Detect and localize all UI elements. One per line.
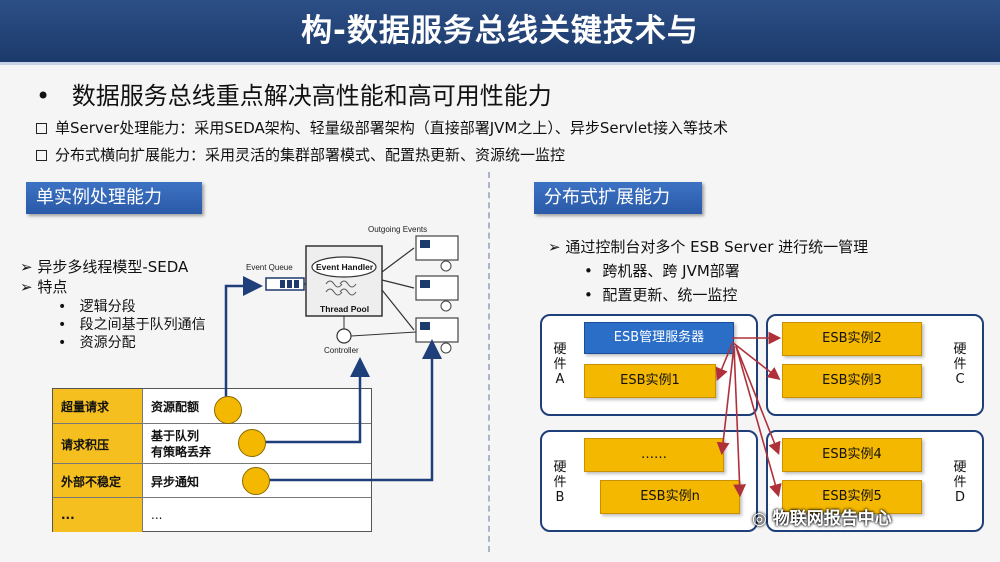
left-sub-item-3: • 资源分配 (58, 335, 136, 351)
table-row: 超量请求 资源配额 (53, 389, 371, 423)
esb-instance-1: ESB实例1 (584, 364, 716, 398)
esb-manager-server: ESB管理服务器 (584, 322, 734, 354)
watermark: ◎ 物联网报告中心 (752, 504, 892, 529)
controller-icon (336, 316, 417, 344)
chevron-right-icon: ➢ (548, 238, 561, 256)
square-bullet-icon (36, 150, 47, 161)
controller-label: Controller (324, 346, 359, 355)
main-bullet: • 数据服务总线重点解决高性能和高可用性能力 (36, 76, 552, 111)
strategy-table: 超量请求 资源配额 请求积压 基于队列 有策略丢弃 外部不稳定 异步通知 ...… (52, 388, 372, 532)
main-bullet-text: 数据服务总线重点解决高性能和高可用性能力 (71, 82, 552, 110)
wechat-icon: ◎ (752, 509, 767, 529)
table-cell-solution: 基于队列 有策略丢弃 (151, 429, 212, 459)
left-item-text: 特点 (37, 278, 68, 296)
table-cell-solution: 异步通知 (151, 474, 200, 489)
chevron-right-icon: ➢ (20, 258, 33, 276)
table-cell-problem: 请求积压 (53, 424, 143, 464)
left-sub-item-text: 资源分配 (79, 335, 136, 351)
hardware-c-label: 硬件C (953, 342, 967, 387)
event-queue-label: Event Queue (246, 263, 293, 272)
section-divider (488, 172, 490, 552)
connector-node-icon (242, 467, 270, 495)
table-row: ... ... (53, 497, 371, 532)
left-item-features: ➢ 特点 (20, 276, 67, 297)
title-bar (0, 0, 1000, 62)
table-cell-problem: ... (53, 498, 143, 532)
hardware-d-label: 硬件D (953, 460, 967, 505)
table-cell-problem: 外部不稳定 (53, 464, 143, 498)
right-sub-item-2: • 配置更新、统一监控 (584, 286, 738, 304)
esb-instance-4: ESB实例4 (782, 438, 922, 472)
right-sub-item-text: 配置更新、统一监控 (602, 286, 738, 304)
right-item-console: ➢ 通过控制台对多个 ESB Server 进行统一管理 (548, 236, 868, 257)
square-bullet-icon (36, 123, 47, 134)
outgoing-queue-icons (415, 235, 459, 354)
event-handler-label: Event Handler (316, 262, 374, 272)
sub-point-1: 单Server处理能力：采用SEDA架构、轻量级部署架构（直接部署JVM之上）、… (36, 117, 728, 138)
left-sub-item-2: • 段之间基于队列通信 (58, 317, 206, 333)
seda-diagram: Event Queue Event Handler Thread Pool Co… (246, 225, 459, 355)
left-sub-item-1: • 逻辑分段 (58, 299, 136, 315)
page-title: 构-数据服务总线关键技术与 (301, 13, 699, 49)
table-row: 外部不稳定 异步通知 (53, 463, 371, 498)
sub-point-2: 分布式横向扩展能力：采用灵活的集群部署模式、配置热更新、资源统一监控 (36, 144, 565, 165)
esb-instance-ellipsis: …… (584, 438, 724, 472)
watermark-text: 物联网报告中心 (772, 509, 892, 529)
bullet-dot-icon: • (36, 82, 51, 110)
left-sub-item-text: 逻辑分段 (79, 299, 136, 315)
right-item-text: 通过控制台对多个 ESB Server 进行统一管理 (565, 238, 869, 256)
right-sub-item-text: 跨机器、跨 JVM部署 (602, 262, 740, 280)
hardware-b-label: 硬件B (553, 460, 567, 505)
connector-node-icon (238, 429, 266, 457)
right-section-header: 分布式扩展能力 (534, 182, 702, 214)
table-cell-solution: 资源配额 (151, 399, 200, 414)
hardware-a-label: 硬件A (553, 342, 567, 387)
left-sub-item-text: 段之间基于队列通信 (79, 317, 206, 333)
left-item-seda: ➢ 异步多线程模型-SEDA (20, 256, 188, 277)
chevron-right-icon: ➢ (20, 278, 33, 296)
table-cell-problem: 超量请求 (53, 389, 143, 423)
sub-point-text: 分布式横向扩展能力：采用灵活的集群部署模式、配置热更新、资源统一监控 (55, 146, 566, 164)
title-underline (0, 62, 1000, 65)
esb-instance-2: ESB实例2 (782, 322, 922, 356)
table-row: 请求积压 基于队列 有策略丢弃 (53, 423, 371, 464)
thread-pool-label: Thread Pool (320, 304, 369, 314)
handler-output-arrows (381, 247, 415, 331)
sub-point-text: 单Server处理能力：采用SEDA架构、轻量级部署架构（直接部署JVM之上）、… (55, 119, 728, 137)
esb-instance-n: ESB实例n (600, 480, 740, 514)
left-section-header: 单实例处理能力 (26, 182, 202, 214)
outgoing-events-label: Outgoing Events (368, 225, 427, 234)
event-queue-icon (265, 277, 312, 291)
esb-instance-5: ESB实例5 (782, 480, 922, 514)
left-item-text: 异步多线程模型-SEDA (37, 258, 189, 276)
esb-instance-3: ESB实例3 (782, 364, 922, 398)
right-sub-item-1: • 跨机器、跨 JVM部署 (584, 262, 740, 280)
connector-node-icon (214, 396, 242, 424)
table-cell-solution: ... (151, 508, 163, 522)
